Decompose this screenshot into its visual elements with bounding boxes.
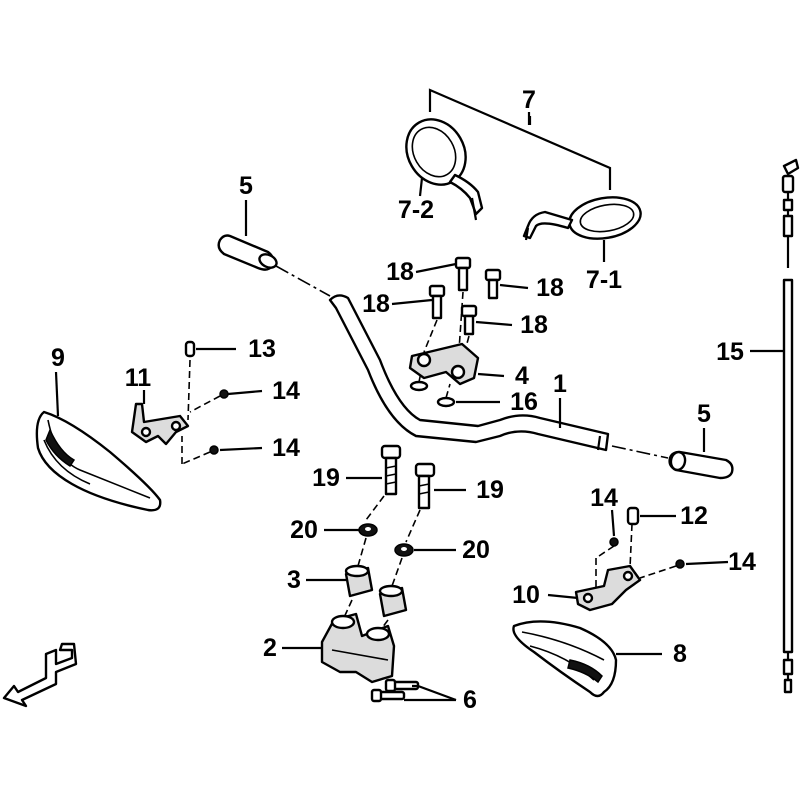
callout-14-d: 14 — [728, 548, 756, 576]
bolts-18 — [423, 256, 502, 363]
screws-6 — [370, 678, 420, 703]
callout-5-right: 5 — [697, 400, 711, 428]
callout-19-b: 19 — [476, 476, 504, 504]
callout-12: 12 — [680, 502, 708, 530]
right-mirror — [522, 196, 642, 241]
callout-18-a: 18 — [386, 258, 414, 286]
callout-18-b: 18 — [536, 274, 564, 302]
right-hand-guard — [512, 620, 618, 698]
callout-15: 15 — [716, 338, 744, 366]
callout-8: 8 — [673, 640, 687, 668]
washers-20 — [357, 523, 414, 587]
callout-20-b: 20 — [462, 536, 490, 564]
left-bracket-line — [187, 359, 191, 421]
left-mirror — [405, 118, 484, 221]
callout-labels: 7 7-2 7-1 5 5 1 18 18 18 18 4 16 13 14 1… — [51, 86, 756, 714]
handlebar — [328, 294, 610, 452]
callout-3: 3 — [287, 566, 301, 594]
callout-6: 6 — [463, 686, 477, 714]
leader-lines — [54, 112, 784, 702]
front-arrow-icon — [2, 642, 78, 708]
nut-14-lower-right — [675, 559, 685, 569]
callout-10: 10 — [512, 581, 540, 609]
left-grip — [217, 234, 278, 271]
callout-13: 13 — [248, 335, 276, 363]
callout-7: 7 — [522, 86, 536, 114]
callout-14-c: 14 — [590, 484, 618, 512]
callout-5-left: 5 — [239, 172, 253, 200]
callout-18-d: 18 — [520, 311, 548, 339]
nut-14-lower-left — [209, 445, 219, 455]
callout-1: 1 — [553, 370, 567, 398]
washers-16 — [409, 371, 456, 408]
bolts-19 — [365, 444, 436, 543]
callout-4: 4 — [515, 362, 529, 390]
right-bracket — [574, 564, 642, 612]
upper-clamp — [408, 342, 480, 386]
left-hand-guard — [35, 410, 162, 512]
left-grip-axis — [275, 265, 331, 297]
callout-7-1: 7-1 — [586, 266, 622, 294]
nut-14-upper-left — [219, 389, 229, 399]
bolt-13 — [184, 340, 196, 358]
callout-16: 16 — [510, 388, 538, 416]
callout-11: 11 — [125, 364, 152, 392]
right-grip — [668, 450, 734, 480]
callout-14-b: 14 — [272, 434, 300, 462]
callout-18-c: 18 — [362, 290, 390, 318]
left-bracket — [130, 402, 190, 446]
right-grip-axis — [611, 445, 669, 459]
callout-2: 2 — [263, 634, 277, 662]
callout-19-a: 19 — [312, 464, 340, 492]
callout-14-a: 14 — [272, 377, 300, 405]
holder-base-2 — [320, 612, 396, 684]
callout-9: 9 — [51, 344, 65, 372]
handlebar-holders-3 — [341, 564, 408, 637]
nut-14-upper-right — [609, 537, 619, 547]
bolt-12 — [626, 506, 640, 526]
cable-15 — [781, 158, 800, 694]
callout-7-2: 7-2 — [398, 196, 434, 224]
callout-20-a: 20 — [290, 516, 318, 544]
